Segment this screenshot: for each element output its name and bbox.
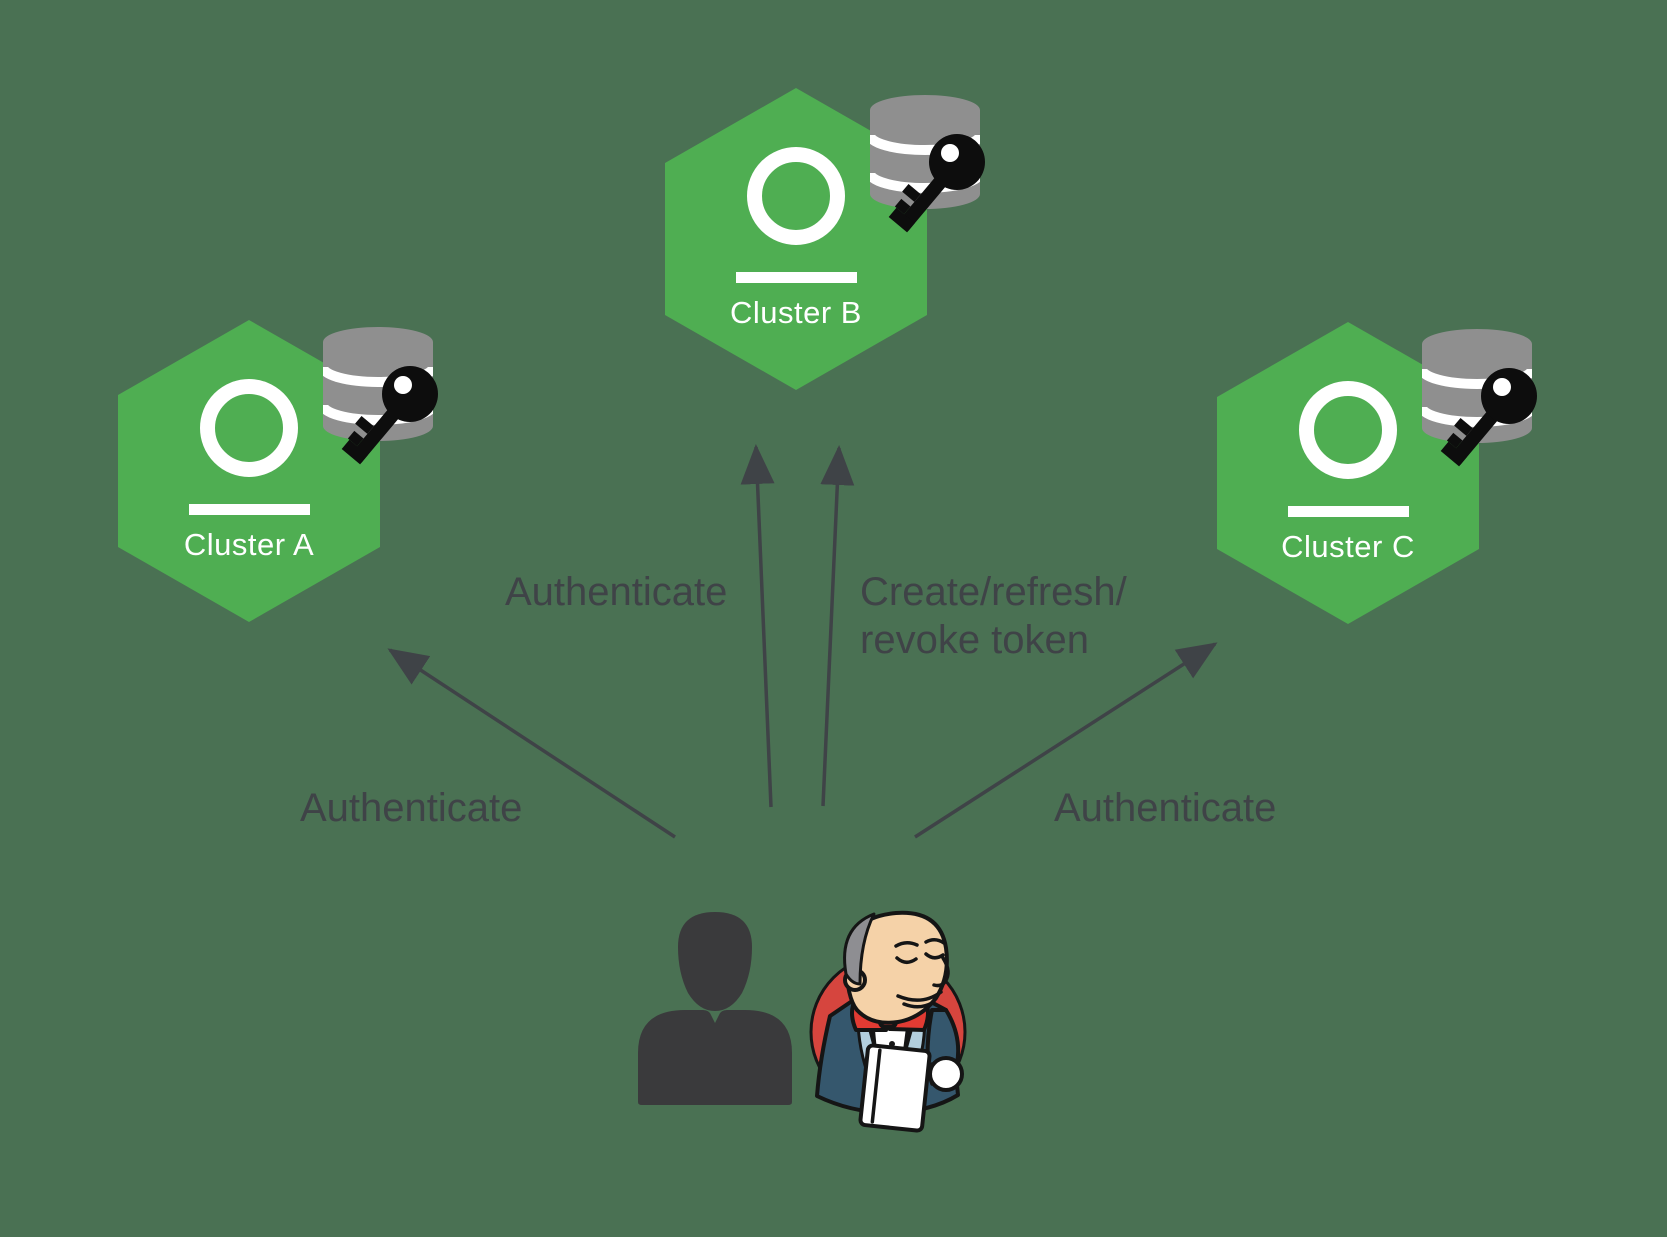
cluster-b-node: Cluster B xyxy=(665,88,1010,390)
underline-bar xyxy=(1288,506,1409,517)
ring-icon xyxy=(747,147,845,245)
label-authenticate-cluster-c: Authenticate xyxy=(1054,786,1277,830)
cluster-b-label: Cluster B xyxy=(730,295,862,330)
user-icon xyxy=(638,912,792,1105)
jenkins-hair xyxy=(843,912,876,986)
key-icon xyxy=(1440,368,1537,467)
ring-icon xyxy=(1299,381,1397,479)
underline-bar xyxy=(736,272,857,283)
key-icon xyxy=(888,134,985,233)
ring-icon xyxy=(200,379,298,477)
token-label-line2: revoke token xyxy=(860,618,1090,662)
key-icon xyxy=(341,366,438,465)
cluster-a-label: Cluster A xyxy=(183,527,315,562)
token-label-line1: Create/refresh/ xyxy=(860,570,1127,614)
arrow-authenticate-to-cluster-a xyxy=(387,648,676,839)
arrow-authenticate-to-cluster-b xyxy=(740,444,775,808)
cluster-c-label: Cluster C xyxy=(1281,529,1415,564)
hexagon-cluster-icon xyxy=(1217,322,1479,624)
jenkins-icon xyxy=(809,910,967,1133)
jenkins-towel xyxy=(858,1043,932,1133)
hexagon-cluster-icon xyxy=(665,88,927,390)
cluster-a-node: Cluster A xyxy=(118,320,463,622)
jenkins-glove xyxy=(928,1056,964,1092)
label-authenticate-cluster-a: Authenticate xyxy=(300,786,523,830)
underline-bar xyxy=(189,504,310,515)
label-authenticate-cluster-b: Authenticate xyxy=(505,570,728,614)
label-create-refresh-revoke-token: Create/refresh/ revoke token xyxy=(860,568,1127,664)
cluster-c-node: Cluster C xyxy=(1217,322,1562,624)
arrow-authenticate-to-cluster-c xyxy=(914,642,1218,839)
hexagon-cluster-icon xyxy=(118,320,380,622)
arrow-token-to-cluster-b xyxy=(820,445,855,807)
